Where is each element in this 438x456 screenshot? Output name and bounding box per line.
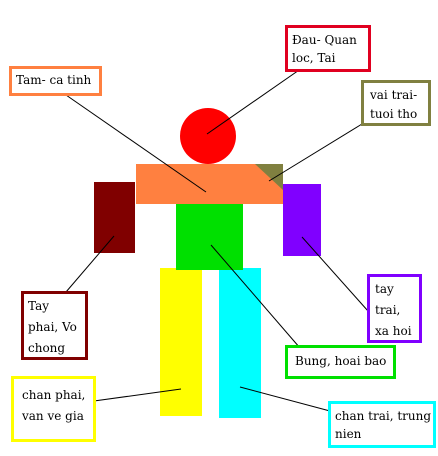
left-arm-shape [283, 184, 321, 256]
torso-shape [176, 204, 243, 270]
label-right-leg-line2: van ve gia [22, 409, 84, 423]
label-belly: Bung, hoai bao [285, 345, 396, 379]
left-leg-shape [219, 268, 261, 418]
label-left-shoulder-line2: tuoi tho [370, 107, 418, 121]
label-left-shoulder-line1: vai trai- [370, 88, 418, 102]
label-left-arm: tay trai, xa hoi [367, 274, 422, 343]
leader-right-arm [65, 235, 115, 293]
label-left-leg: chan trai, trung nien [328, 401, 436, 448]
label-left-leg-line1: chan trai, trung [335, 409, 432, 423]
right-leg-shape [160, 268, 202, 416]
left-shoulder-corner [255, 164, 283, 190]
label-right-arm-line1: Tay [28, 299, 50, 313]
label-right-arm-line2: phai, Vo [28, 320, 77, 334]
label-head: Đau- Quan loc, Tai [285, 25, 371, 72]
leader-belly [210, 244, 301, 349]
label-belly-text: Bung, hoai bao [295, 354, 387, 368]
label-head-line1: Đau- Quan [292, 33, 357, 47]
label-left-shoulder: vai trai- tuoi tho [361, 80, 431, 126]
label-left-arm-line2: trai, [375, 303, 401, 317]
leader-left-arm [301, 236, 369, 312]
label-left-arm-line3: xa hoi [375, 324, 412, 338]
leader-head [206, 67, 303, 135]
label-heart-text: Tam- ca tinh [16, 73, 92, 87]
head-shape [180, 108, 236, 164]
right-arm-shape [94, 182, 135, 253]
shoulders-shape [136, 164, 283, 204]
label-right-leg: chan phai, van ve gia [11, 376, 96, 442]
label-right-arm: Tay phai, Vo chong [21, 291, 88, 360]
label-left-arm-line1: tay [375, 282, 394, 296]
label-left-leg-line2: nien [335, 427, 362, 441]
leader-right-leg [93, 388, 182, 402]
label-heart: Tam- ca tinh [9, 66, 102, 96]
label-right-leg-line1: chan phai, [22, 388, 86, 402]
label-right-arm-line3: chong [28, 341, 66, 355]
leader-left-shoulder [268, 123, 363, 182]
label-head-line2: loc, Tai [292, 51, 336, 65]
leader-left-leg [239, 386, 331, 412]
leader-heart [65, 94, 207, 193]
